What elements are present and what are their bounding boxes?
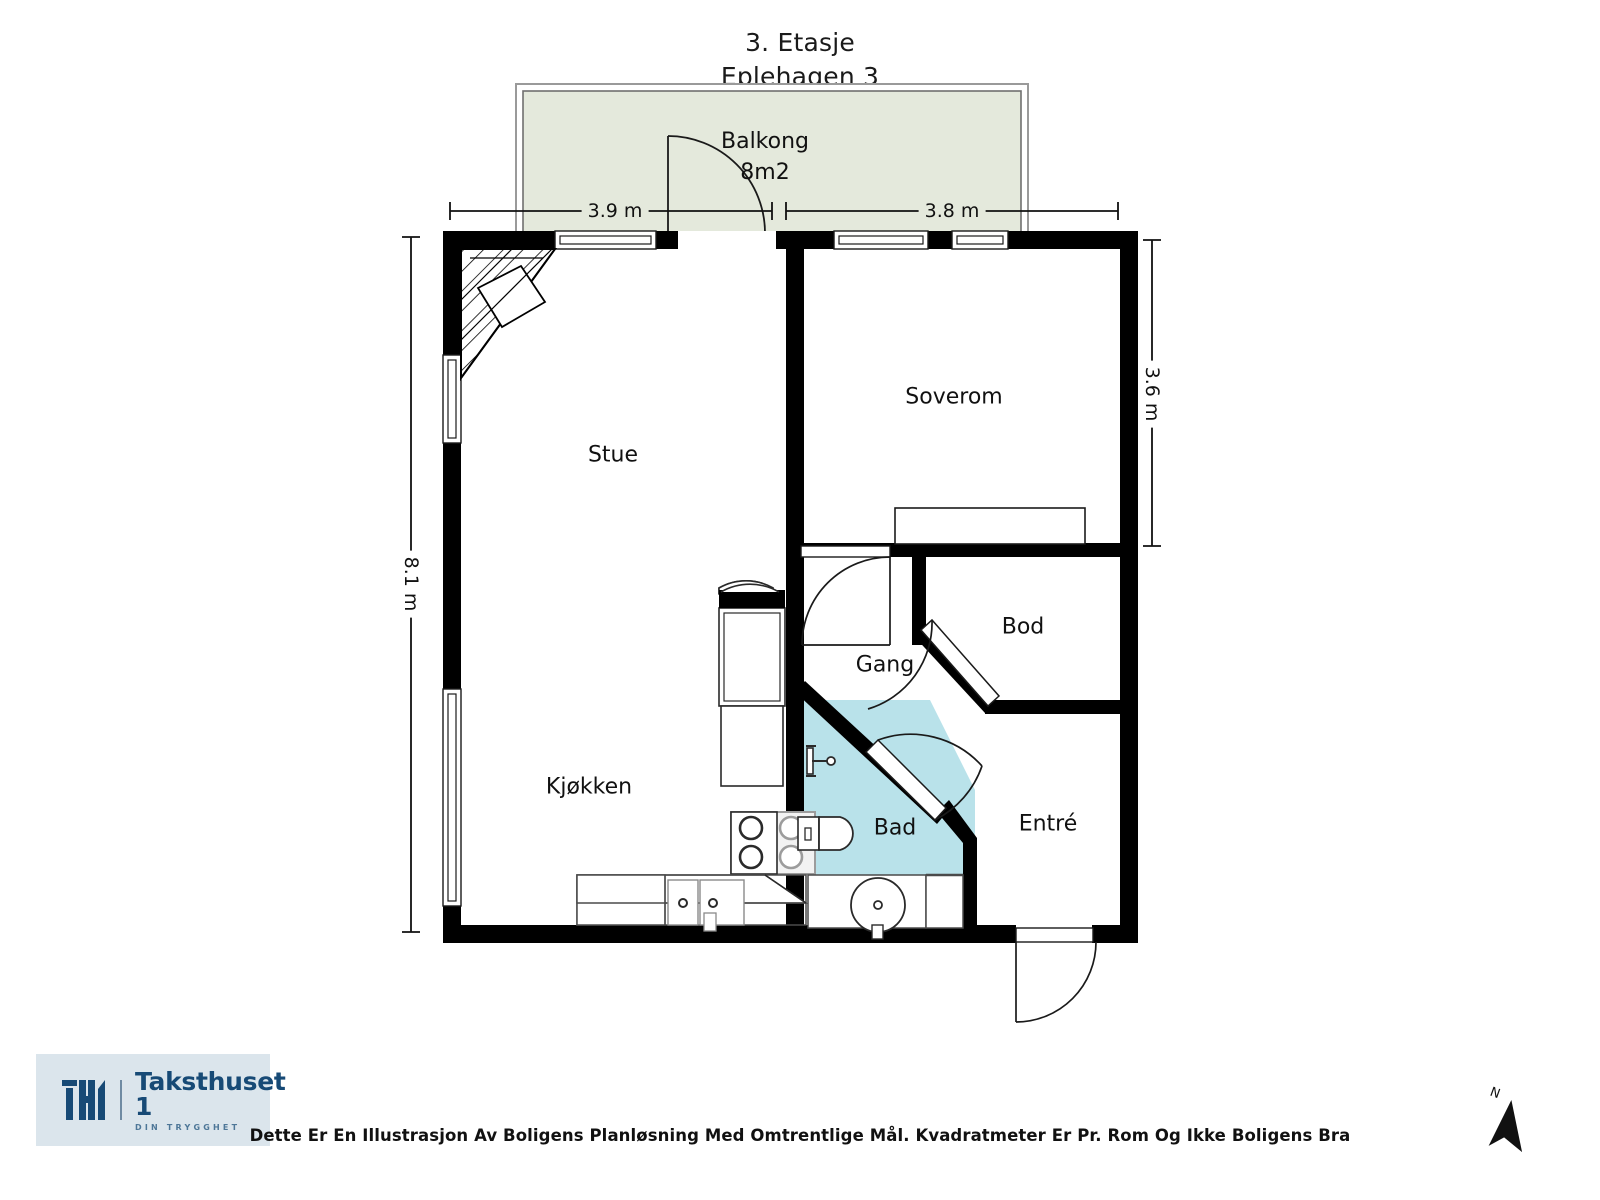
north-compass: N bbox=[1478, 1085, 1538, 1166]
door-soverom bbox=[800, 545, 891, 646]
brand-logo: Taksthuset 1 DIN TRYGGHET bbox=[36, 1054, 286, 1146]
north-arrow-icon bbox=[1488, 1100, 1523, 1153]
door-entry bbox=[1015, 927, 1097, 1023]
fireplace-corner bbox=[460, 248, 557, 382]
window-stue-left-upper bbox=[442, 354, 462, 444]
bathroom-toilet bbox=[797, 816, 854, 851]
dimension-label-left: 8.1 m bbox=[400, 550, 422, 618]
dimension-label-right: 3.6 m bbox=[1141, 360, 1163, 428]
windows bbox=[442, 230, 1009, 907]
window-stue-top bbox=[554, 230, 657, 250]
dimension-label-top-right: 3.8 m bbox=[918, 200, 986, 222]
kitchen-fixtures bbox=[576, 579, 816, 932]
door-bod bbox=[867, 618, 1001, 710]
kitchen-stove bbox=[730, 811, 816, 875]
window-kjokken-left-lower bbox=[442, 688, 462, 907]
th1-monogram-icon bbox=[62, 1080, 105, 1120]
kitchen-corner-unit bbox=[718, 579, 785, 608]
kitchen-range-hood bbox=[718, 607, 786, 707]
dimension-label-top-left: 3.9 m bbox=[581, 200, 649, 222]
kitchen-counter-run bbox=[576, 874, 809, 932]
brand-tagline: DIN TRYGGHET bbox=[135, 1122, 241, 1132]
washing-machine bbox=[807, 874, 927, 940]
bathroom-cabinet bbox=[925, 873, 964, 929]
door-bad bbox=[864, 733, 983, 822]
logo-divider bbox=[120, 1080, 122, 1120]
room-fills bbox=[455, 245, 1126, 935]
bathroom-fixtures bbox=[797, 745, 964, 940]
disclaimer-text: Dette Er En Illustrasjon Av Boligens Pla… bbox=[249, 1126, 1351, 1145]
brand-name: Taksthuset 1 bbox=[135, 1066, 286, 1121]
wardrobe-soverom bbox=[894, 507, 1086, 545]
door-opening-balcony bbox=[678, 231, 776, 249]
doors bbox=[800, 545, 1097, 1023]
bathroom-sink bbox=[806, 745, 836, 777]
logo-wordmark: Taksthuset 1 DIN TRYGGHET bbox=[135, 1069, 286, 1132]
window-soverom-2 bbox=[951, 230, 1009, 250]
window-soverom-1 bbox=[833, 230, 929, 250]
kitchen-tall-cabinet bbox=[720, 705, 784, 787]
